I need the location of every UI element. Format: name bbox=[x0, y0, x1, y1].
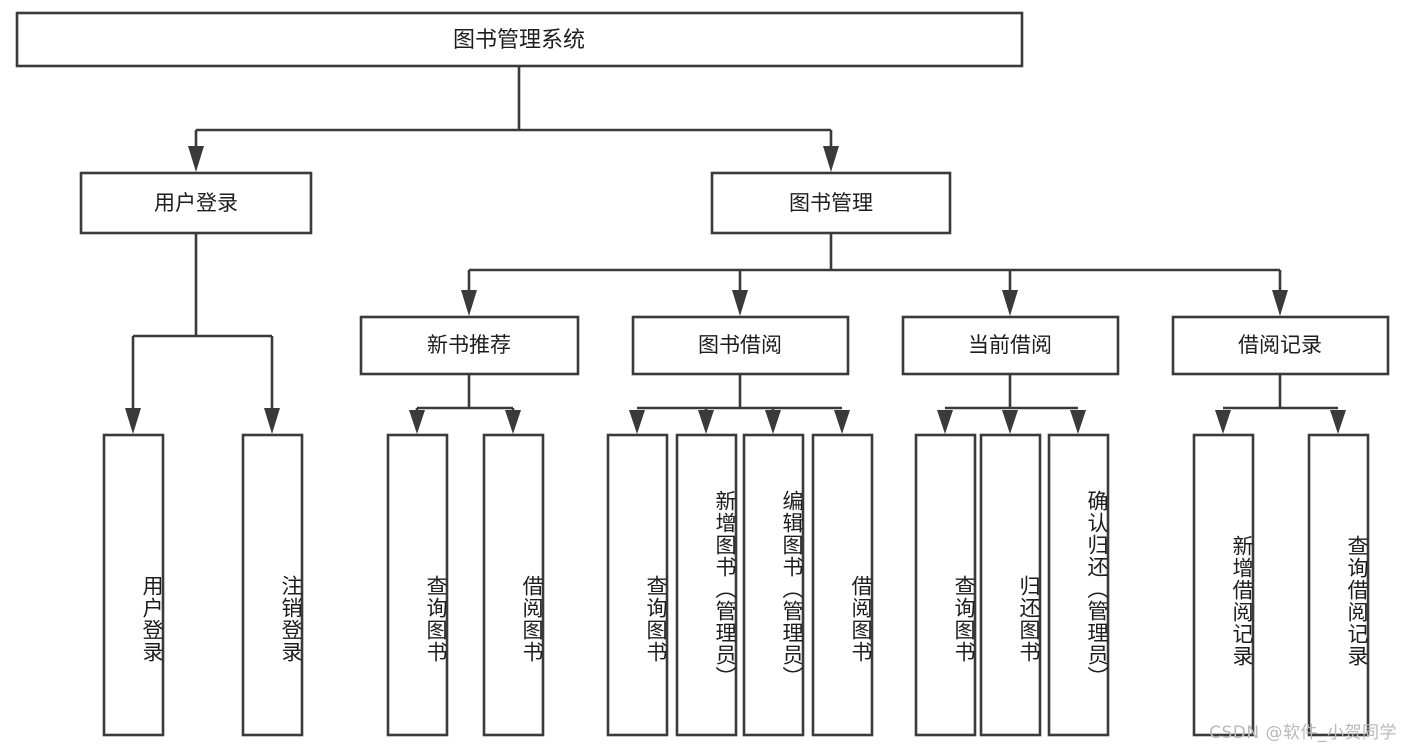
arrow-user-login-leaf-1 bbox=[125, 408, 141, 434]
arrow-to-book-manage bbox=[823, 146, 839, 172]
node-current-borrow-label: 当前借阅 bbox=[968, 333, 1052, 357]
node-leaf-current-borrow-2-box[interactable] bbox=[979, 433, 1042, 737]
node-book-manage-box[interactable] bbox=[710, 171, 952, 235]
arrow-current-borrow-leaf-3 bbox=[1070, 410, 1086, 434]
arrow-book-borrow-leaf-4 bbox=[834, 410, 850, 434]
node-root-box[interactable] bbox=[15, 11, 1024, 68]
node-leaf-borrow-record-2-box[interactable] bbox=[1307, 433, 1370, 737]
node-new-book-label: 新书推荐 bbox=[427, 333, 511, 357]
node-leaf-book-borrow-1-box[interactable] bbox=[606, 433, 669, 737]
node-current-borrow-box[interactable] bbox=[901, 315, 1120, 376]
node-leaf-book-borrow-3-box[interactable] bbox=[742, 433, 805, 737]
node-user-login-box[interactable] bbox=[79, 171, 313, 235]
arrow-to-new-book bbox=[461, 290, 477, 316]
csdn-watermark: CSDN @软件_小贺同学 bbox=[1209, 723, 1397, 743]
node-leaf-user-login-2-box[interactable] bbox=[241, 433, 304, 737]
node-book-borrow-box[interactable] bbox=[631, 315, 850, 376]
node-borrow-record-label: 借阅记录 bbox=[1238, 333, 1322, 357]
arrow-book-borrow-leaf-2 bbox=[698, 410, 714, 434]
node-book-manage-label: 图书管理 bbox=[789, 191, 873, 215]
node-user-login-label: 用户登录 bbox=[154, 191, 238, 215]
arrow-to-current-borrow bbox=[1002, 290, 1018, 316]
arrow-to-borrow-record bbox=[1272, 290, 1288, 316]
connector-layer bbox=[125, 66, 1346, 434]
node-leaf-user-login-1-box[interactable] bbox=[102, 433, 165, 737]
arrow-to-user-login bbox=[188, 146, 204, 172]
node-book-borrow-label: 图书借阅 bbox=[698, 333, 782, 357]
arrow-borrow-record-leaf-2 bbox=[1330, 410, 1346, 434]
node-leaf-borrow-record-1-box[interactable] bbox=[1192, 433, 1255, 737]
node-leaf-new-book-2-box[interactable] bbox=[482, 433, 545, 737]
arrow-new-book-leaf-1 bbox=[409, 410, 425, 434]
arrow-current-borrow-leaf-1 bbox=[937, 410, 953, 434]
node-root-label: 图书管理系统 bbox=[453, 28, 585, 53]
arrow-current-borrow-leaf-2 bbox=[1002, 410, 1018, 434]
node-new-book-box[interactable] bbox=[359, 315, 580, 376]
arrow-user-login-leaf-2 bbox=[264, 408, 280, 434]
node-leaf-new-book-1-box[interactable] bbox=[386, 433, 449, 737]
node-leaf-book-borrow-4-box[interactable] bbox=[811, 433, 874, 737]
arrow-borrow-record-leaf-1 bbox=[1215, 410, 1231, 434]
node-leaf-current-borrow-3-box[interactable] bbox=[1047, 433, 1110, 737]
arrow-book-borrow-leaf-1 bbox=[629, 410, 645, 434]
node-layer: 图书管理系统 用户登录 图书管理 新书推荐 图书借阅 当前借阅 借阅记录 bbox=[15, 11, 1390, 737]
arrow-book-borrow-leaf-3 bbox=[765, 410, 781, 434]
arrow-new-book-leaf-2 bbox=[505, 410, 521, 434]
node-borrow-record-box[interactable] bbox=[1171, 315, 1390, 376]
node-leaf-book-borrow-2-box[interactable] bbox=[675, 433, 738, 737]
node-leaf-current-borrow-1-box[interactable] bbox=[914, 433, 977, 737]
arrow-to-book-borrow bbox=[732, 290, 748, 316]
